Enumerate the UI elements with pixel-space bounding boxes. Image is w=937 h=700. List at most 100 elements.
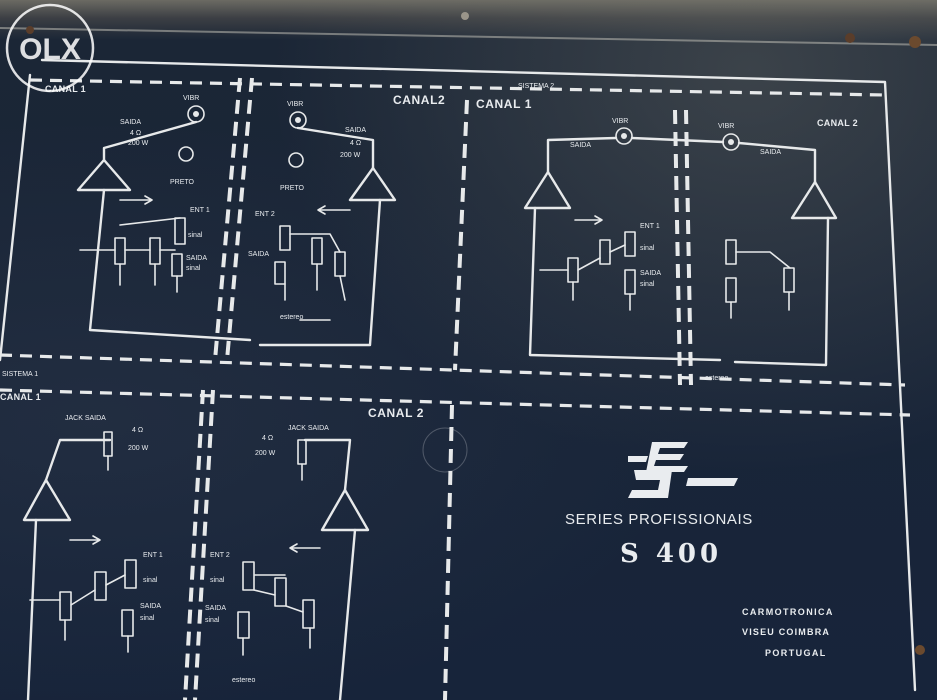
model-number: S 400 [620,539,722,569]
sinal-label: sinal [186,265,201,272]
jack-saida-label: JACK SAIDA [288,425,329,432]
watt-label: 200 W [128,445,149,452]
canal2-label: CANAL2 [393,93,445,107]
resistor-icon [599,239,611,265]
estereo-label: estereo [705,375,728,382]
sistema2-label: SISTEMA 2 [518,83,554,90]
ohm-label: 4 Ω [132,427,143,434]
separator-v4b [183,389,205,700]
saida-label: SAIDA [345,127,366,134]
saida-label: SAIDA [140,603,161,610]
resistor-icon [302,599,315,629]
outer-border [40,58,917,692]
watt-label: 200 W [255,450,276,457]
separator-mid2 [0,388,911,417]
wire [88,188,252,342]
screw-icon [461,12,469,20]
wire [102,120,198,162]
resistor-icon [237,611,250,639]
vibr-label: VIBR [718,123,734,130]
wire [29,574,311,656]
rust-spot-icon [845,33,855,43]
vibr-jack-icon [621,133,627,139]
rust-spot-icon [909,36,921,48]
resistor-icon [242,561,255,591]
wire [296,126,375,170]
resistor-icon [311,237,323,265]
amplifier-triangle-icon [790,180,838,220]
sinal-label: sinal [140,615,155,622]
resistor-icon [121,609,134,637]
separator-v1 [213,77,242,361]
vibr-jack-icon [295,117,301,123]
watermark-text: OLX [19,33,81,66]
resistor-icon [334,251,346,277]
arrow-icon [317,205,351,215]
panel-edge [0,27,937,46]
vibr-jack-icon [728,139,734,145]
canal1-label: CANAL 1 [476,97,532,111]
resistor-icon [114,237,126,265]
sinal-label: sinal [143,577,158,584]
resistor-icon [59,591,72,621]
resistor-icon [725,277,737,303]
vibr-label: VIBR [287,101,303,108]
ohm-label: 4 Ω [350,140,361,147]
resistor-icon [171,253,183,277]
estereo-label: estereo [280,314,303,321]
wire [258,198,382,347]
ohm-label: 4 Ω [262,435,273,442]
saida-label: SAIDA [248,251,269,258]
resistor-icon [624,231,636,257]
wire [303,438,357,700]
olx-watermark: OLX [5,3,95,93]
ent1-label: ENT 1 [640,223,660,230]
sinal-label: sinal [205,617,220,624]
saida-label: SAIDA [760,149,781,156]
saida-label: SAIDA [570,142,591,149]
resistor-icon [783,267,795,293]
saida-label: SAIDA [120,119,141,126]
preto-label: PRETO [170,179,195,186]
arrow-icon [69,535,101,545]
resistor-icon [567,257,579,283]
preto-label: PRETO [280,185,305,192]
amplifier-triangle-icon [22,478,72,522]
separator-v4 [193,389,215,700]
wire [79,217,181,293]
maker-city: VISEU COIMBRA [742,627,830,637]
separator-v2 [453,99,469,371]
watt-label: 200 W [128,140,149,147]
ent1-label: ENT 1 [143,552,163,559]
maker-name: CARMOTRONICA [742,607,834,617]
preto-jack-icon [288,152,304,168]
separator-v3b [684,109,693,386]
rust-spot-icon [26,26,34,34]
amplifier-triangle-icon [523,170,572,210]
ohm-label: 4 Ω [130,130,141,137]
sistema1-label: SISTEMA 1 [2,371,38,378]
brand-logo [628,442,738,498]
resistor-icon [274,261,286,285]
separator-mid [0,353,906,387]
ent1-label: ENT 1 [190,207,210,214]
wire [284,233,346,321]
estereo-label: estereo [232,677,255,684]
arrow-icon [119,195,153,205]
sinal-label: sinal [188,232,203,239]
resistor-icon [94,571,107,601]
saida-label: SAIDA [205,605,226,612]
separator-v5 [443,404,454,700]
wire [539,244,791,319]
separator-v1b [225,77,254,361]
outer-border-left [0,73,32,362]
vibr-jack-icon [615,127,633,145]
vibr-jack-icon [193,111,199,117]
wire [737,141,817,184]
resistor-icon [279,225,291,251]
resistor-icon [149,237,161,265]
canal2-label: CANAL 2 [368,406,424,420]
saida-label: SAIDA [640,270,661,277]
vibr-label: VIBR [183,95,199,102]
